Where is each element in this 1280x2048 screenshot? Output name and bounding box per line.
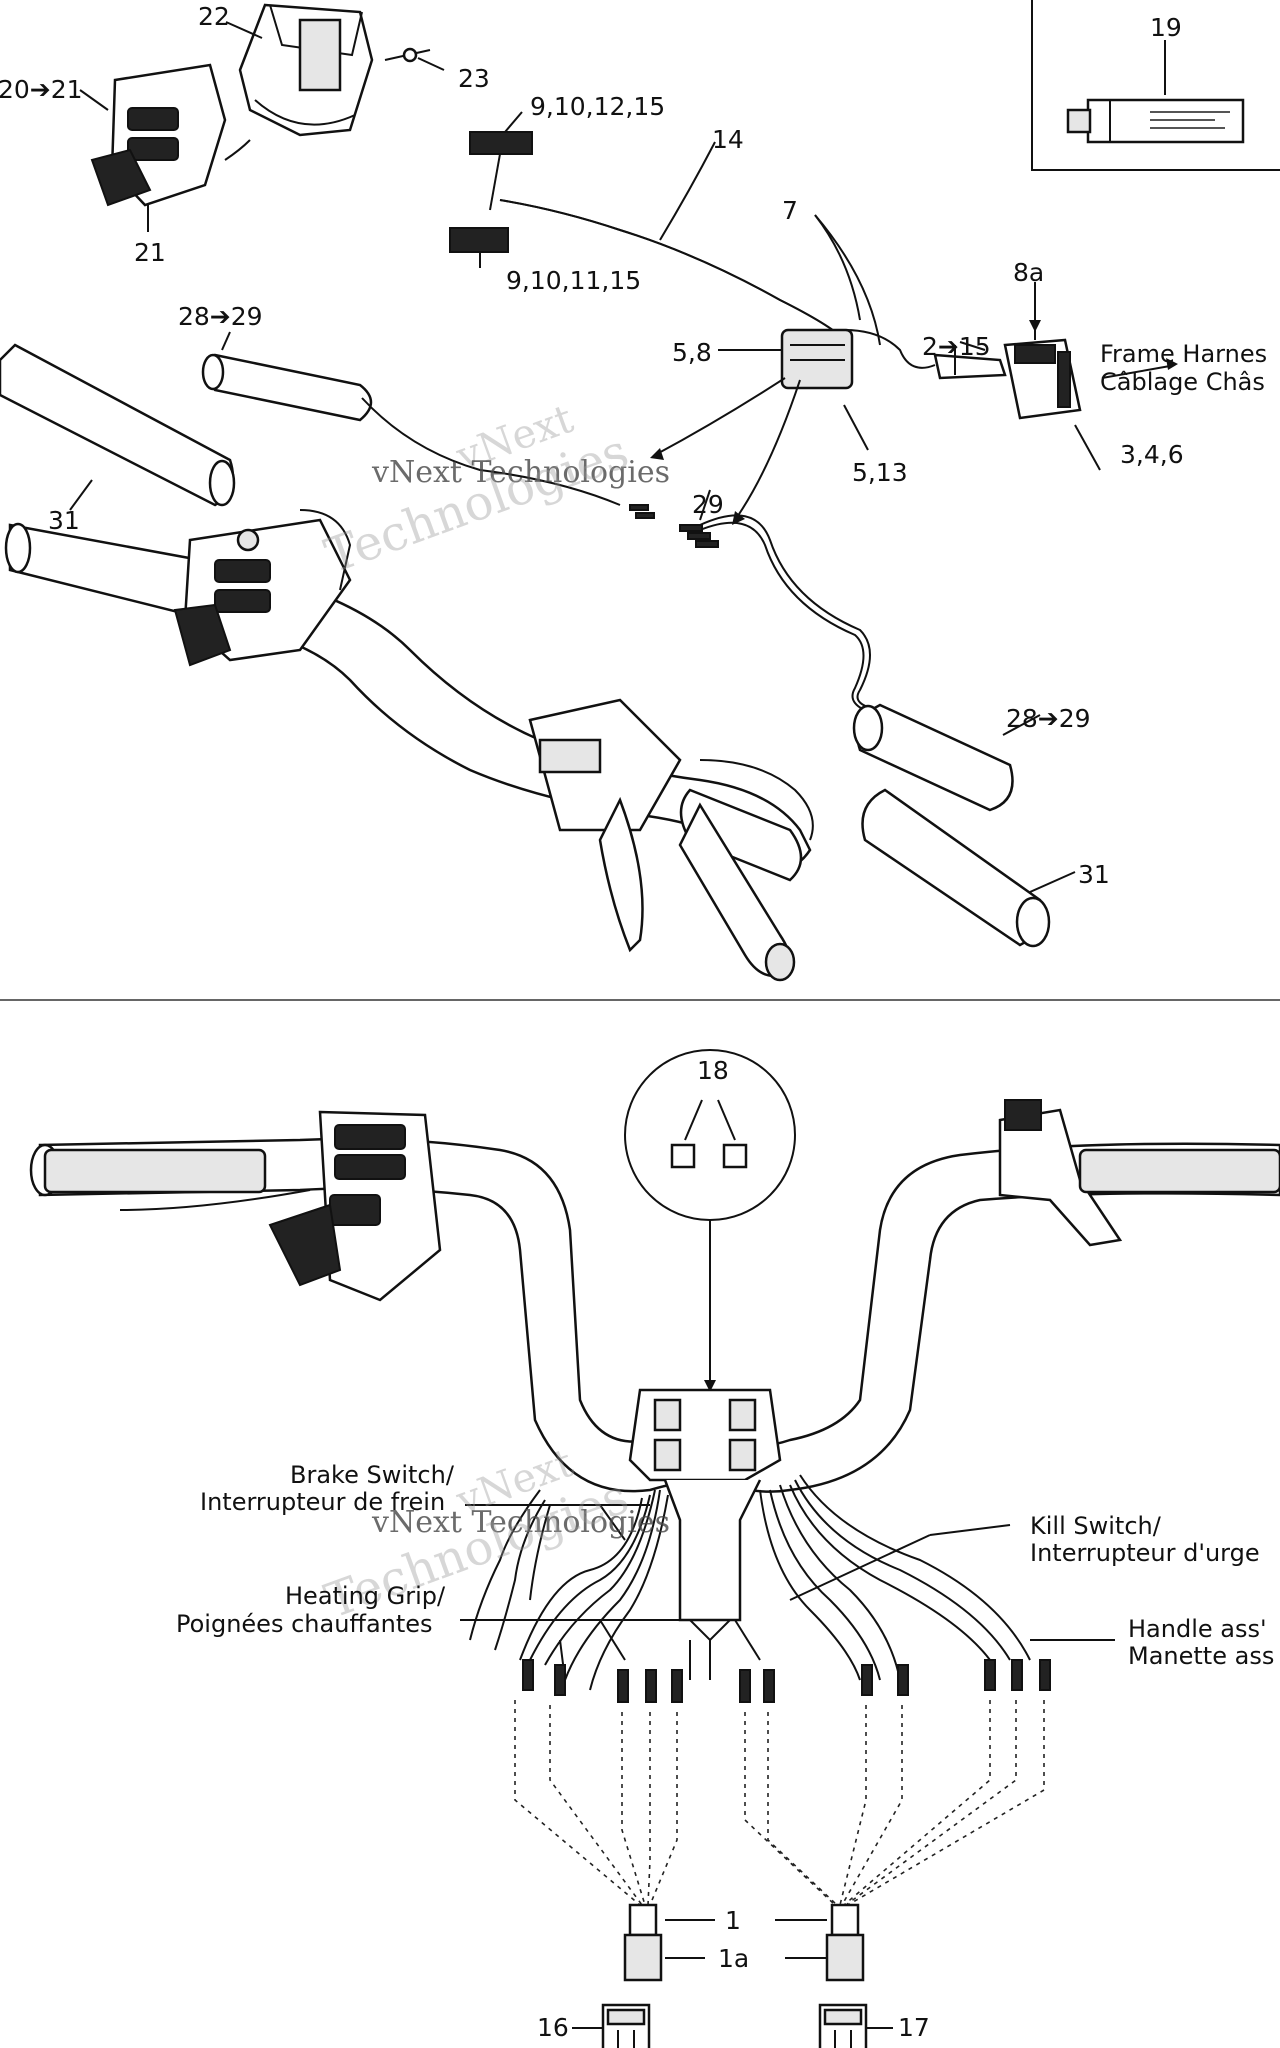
inset-box — [1031, 0, 1280, 171]
callout-3-4-6: 3,4,6 — [1120, 440, 1184, 469]
label-brake-switch-fr: Interrupteur de frein — [200, 1488, 446, 1516]
callout-18: 18 — [697, 1056, 729, 1085]
terminal-pins-left — [522, 1659, 683, 1703]
watermark-bottom-line2: vNext Technologies — [372, 1505, 671, 1540]
callout-5-8: 5,8 — [672, 338, 712, 367]
switch-housing-cover — [238, 3, 374, 137]
connector-housing-1-left — [623, 1903, 663, 1982]
wire-bundle-left — [469, 1489, 669, 1691]
callout-21: 21 — [134, 238, 166, 267]
wire-bundle-right — [759, 1474, 1031, 1681]
heating-grip-right — [852, 703, 1014, 812]
callout-28-29-right: 28➔29 — [1006, 704, 1091, 733]
callout-9-10-11-15: 9,10,11,15 — [506, 266, 642, 295]
grip-31-left — [0, 343, 236, 507]
label-kill-switch-fr: Interrupteur d'urge — [1030, 1539, 1260, 1567]
callout-7: 7 — [782, 196, 798, 225]
label-heating-grip-en: Heating Grip/ — [285, 1582, 446, 1610]
connector-upper — [469, 131, 533, 211]
callout-23: 23 — [458, 64, 490, 93]
handlebar-front-view — [29, 1099, 1280, 1680]
label-heating-grip-fr: Poignées chauffantes — [176, 1610, 433, 1638]
frame-connector — [1003, 338, 1082, 420]
callout-1: 1 — [725, 1906, 741, 1935]
callout-31-left: 31 — [48, 506, 80, 535]
callout-14: 14 — [712, 125, 744, 154]
callout-20-21: 20➔21 — [0, 75, 83, 104]
connector-lower — [449, 227, 509, 253]
callout-16: 16 — [537, 2013, 569, 2042]
callout-31-right: 31 — [1078, 860, 1110, 889]
callout-17: 17 — [898, 2013, 930, 2042]
connector-housing-1-right — [825, 1903, 865, 1982]
connector-16 — [601, 2003, 651, 2048]
connector-17 — [818, 2003, 868, 2048]
handlebar-top-view — [4, 509, 814, 982]
label-handle-fr: Manette ass — [1128, 1642, 1275, 1670]
dashed-pin-lines — [514, 1700, 1045, 1906]
label-frame-harness-en: Frame Harnes — [1100, 340, 1268, 368]
label-brake-switch-en: Brake Switch/ — [290, 1461, 454, 1489]
callout-28-29-top: 28➔29 — [178, 302, 263, 331]
callout-5-13: 5,13 — [852, 458, 908, 487]
switch-housing-body — [90, 63, 251, 207]
grip-31-right — [861, 788, 1051, 948]
label-kill-switch-en: Kill Switch/ — [1030, 1512, 1161, 1540]
callout-8a: 8a — [1013, 258, 1045, 287]
label-handle-en: Handle ass' — [1128, 1615, 1267, 1643]
callout-22: 22 — [198, 2, 230, 31]
callout-2-15: 2➔15 — [922, 332, 991, 361]
heating-grip-top-left — [201, 353, 621, 506]
watermark-top-line2: vNext Technologies — [372, 455, 671, 490]
pins-29 — [629, 504, 719, 548]
callout-29: 29 — [692, 490, 724, 519]
main-connector — [780, 328, 854, 390]
terminal-pins-right — [739, 1659, 1051, 1703]
grease-tube — [1066, 98, 1245, 144]
callout-19: 19 — [1150, 13, 1182, 42]
label-frame-harness-fr: Câblage Châs — [1100, 368, 1265, 396]
callout-1a: 1a — [718, 1944, 750, 1973]
callout-9-10-12-15: 9,10,12,15 — [530, 92, 666, 121]
